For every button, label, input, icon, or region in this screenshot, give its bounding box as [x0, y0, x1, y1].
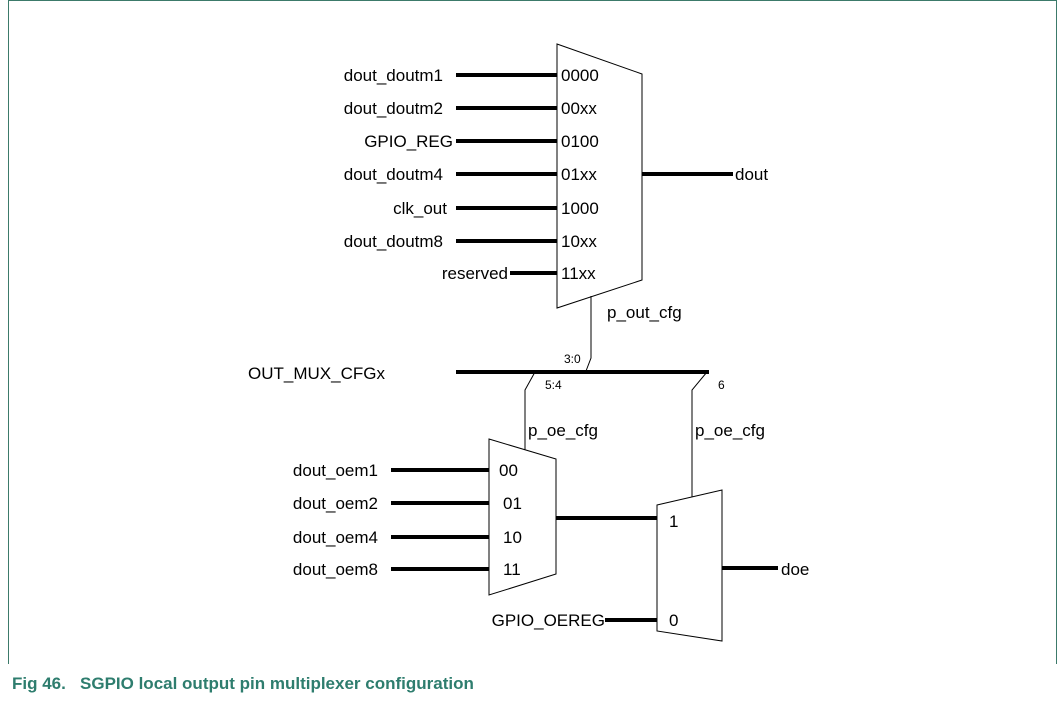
main-select-wire	[585, 296, 592, 372]
figure-caption: Fig 46. SGPIO local output pin multiplex…	[12, 674, 474, 693]
main-mux-body	[556, 43, 643, 309]
main-input-code-5: 1000	[561, 199, 599, 218]
main-input-code-1: 0000	[561, 66, 599, 85]
final-mux-body	[656, 489, 723, 642]
main-input-signal-1: dout_doutm1	[344, 66, 443, 85]
main-input-code-2: 00xx	[561, 99, 597, 118]
final-input-1-code: 1	[669, 512, 678, 531]
final-select-label: p_oe_cfg	[695, 421, 765, 440]
main-input-code-4: 01xx	[561, 165, 597, 184]
main-input-signal-7: reserved	[442, 264, 508, 283]
final-input-0-signal: GPIO_OEREG	[492, 611, 605, 630]
main-select-bits: 3:0	[564, 352, 581, 366]
main-input-code-6: 10xx	[561, 232, 597, 251]
main-select-label: p_out_cfg	[607, 303, 682, 322]
main-input-signal-6: dout_doutm8	[344, 232, 443, 251]
final-input-0-code: 0	[669, 611, 678, 630]
oe-input-code-2: 01	[503, 494, 522, 513]
oe-select-bits: 5:4	[545, 378, 562, 392]
main-input-signal-2: dout_doutm2	[344, 99, 443, 118]
oe-input-signal-4: dout_oem8	[293, 560, 378, 579]
oe-input-code-4: 11	[503, 560, 521, 579]
oe-input-signal-2: dout_oem2	[293, 494, 378, 513]
oe-input-signal-3: dout_oem4	[293, 528, 378, 547]
oe-select-label: p_oe_cfg	[528, 421, 598, 440]
final-output-label: doe	[781, 560, 809, 579]
main-input-signal-5: clk_out	[393, 199, 447, 218]
oe-mux-input-wires	[391, 468, 489, 571]
config-bus-label: OUT_MUX_CFGx	[248, 364, 385, 383]
oe-input-code-3: 10	[503, 528, 522, 547]
oe-input-signal-1: dout_oem1	[293, 461, 378, 480]
main-mux-input-wires	[456, 73, 557, 275]
main-input-signal-3: GPIO_REG	[364, 132, 453, 151]
oe-select-wire	[524, 371, 536, 456]
final-select-wire	[691, 371, 708, 514]
final-select-bits: 6	[718, 378, 725, 392]
main-input-signal-4: dout_doutm4	[344, 165, 443, 184]
oe-input-code-1: 00	[499, 461, 518, 480]
main-output-label: dout	[735, 165, 768, 184]
main-input-code-7: 11xx	[561, 264, 596, 283]
main-input-code-3: 0100	[561, 132, 599, 151]
figure-border	[8, 0, 1057, 664]
oe-mux-body	[488, 438, 557, 596]
